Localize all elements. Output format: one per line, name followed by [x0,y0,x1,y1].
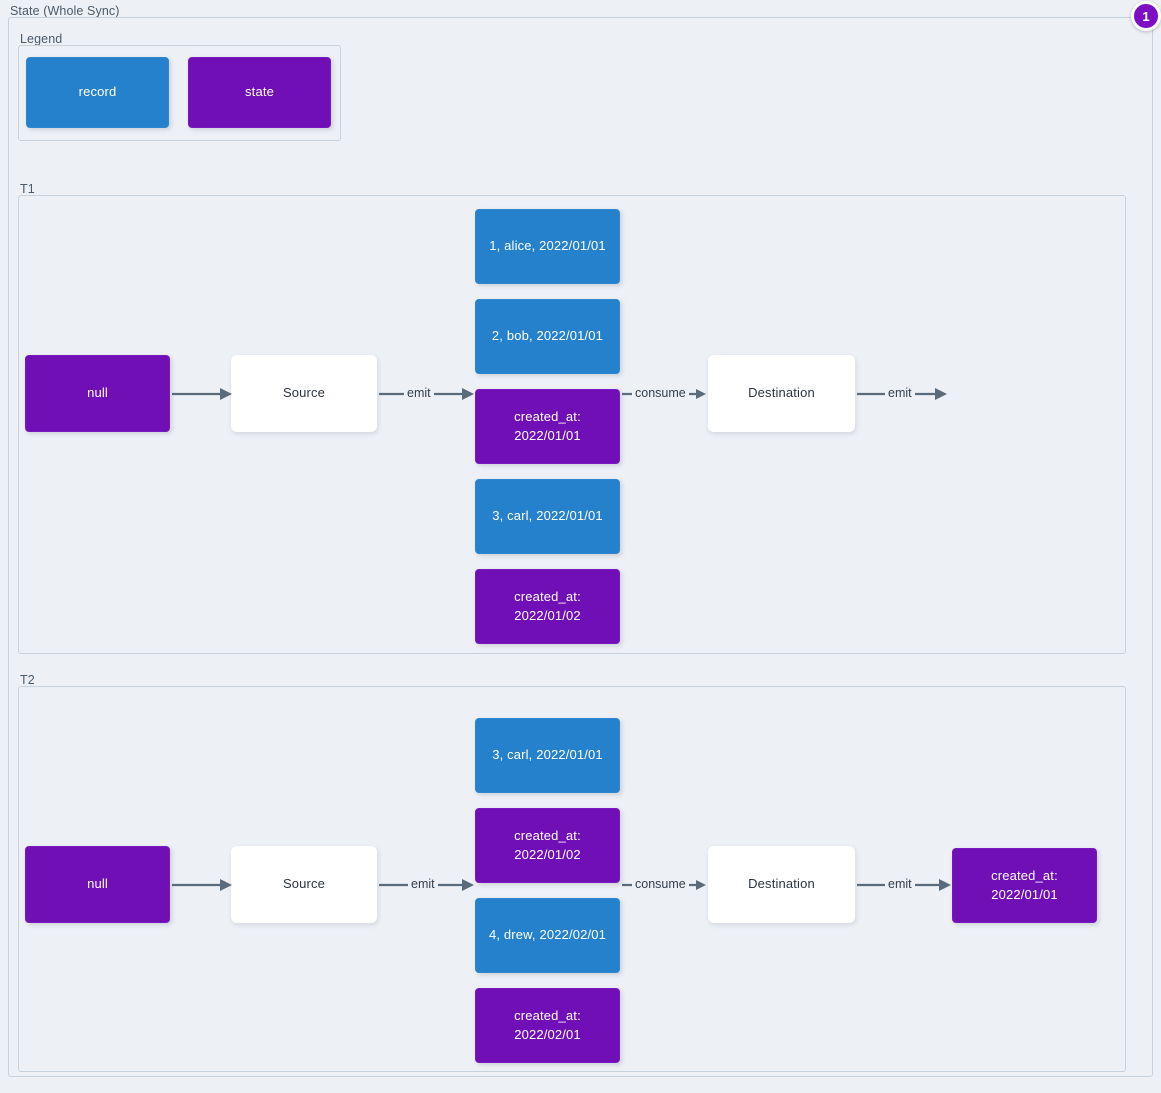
t1-payload-2-line1: created_at: [514,408,581,424]
legend-swatch-state: state [188,57,331,128]
t2-edge-label-dest-emit: emit [885,878,915,891]
legend-title: Legend [18,32,65,46]
t1-payload-3: 3, carl, 2022/01/01 [475,479,620,554]
t1-payload-1-line1: 2, bob, 2022/01/01 [491,328,604,344]
t2-result-state: created_at: 2022/01/01 [952,848,1097,923]
t2-edge-label-consume: consume [632,878,689,891]
t1-source-node: Source [231,355,377,432]
legend-swatch-record: record [26,57,169,128]
t2-result-line1: created_at: [991,867,1058,883]
t1-edge-label-source-emit: emit [404,387,434,400]
t1-payload-4-line1: created_at: [514,588,581,604]
diagram-title: State (Whole Sync) [8,4,122,18]
t2-payload-0-line1: 3, carl, 2022/01/01 [492,747,603,763]
t2-source-node: Source [231,846,377,923]
t2-payload-1-line2: 2022/01/02 [514,846,581,862]
t1-destination-label: Destination [748,385,815,401]
t2-edge-label-source-emit: emit [408,878,438,891]
t2-result-line2: 2022/01/01 [991,886,1058,902]
t2-payload-1-line1: created_at: [514,827,581,843]
t1-payload-2-line2: 2022/01/01 [514,427,581,443]
t2-destination-label: Destination [748,876,815,892]
t1-destination-node: Destination [708,355,855,432]
t1-payload-1: 2, bob, 2022/01/01 [475,299,620,374]
t1-edge-label-consume: consume [632,387,689,400]
t2-source-label: Source [282,876,326,892]
t1-start-state: null [25,355,170,432]
t1-payload-4: created_at: 2022/01/02 [475,569,620,644]
t1-payload-2: created_at: 2022/01/01 [475,389,620,464]
t2-payload-1: created_at: 2022/01/02 [475,808,620,883]
t2-payload-3-line1: created_at: [514,1007,581,1023]
t1-payload-0: 1, alice, 2022/01/01 [475,209,620,284]
t2-payload-3-line2: 2022/02/01 [514,1026,581,1042]
t1-payload-3-line1: 3, carl, 2022/01/01 [492,508,603,524]
section-title-t2: T2 [18,673,37,687]
step-badge-label: 1 [1142,8,1150,24]
t1-start-state-label: null [87,385,108,401]
t2-payload-3: created_at: 2022/02/01 [475,988,620,1063]
t2-start-state: null [25,846,170,923]
t2-payload-2: 4, drew, 2022/02/01 [475,898,620,973]
legend-label-state: state [245,84,274,100]
t2-destination-node: Destination [708,846,855,923]
t1-source-label: Source [282,385,326,401]
t1-edge-label-dest-emit: emit [885,387,915,400]
t2-payload-2-line1: 4, drew, 2022/02/01 [488,927,607,943]
t2-payload-0: 3, carl, 2022/01/01 [475,718,620,793]
step-badge[interactable]: 1 [1131,1,1161,31]
section-title-t1: T1 [18,182,37,196]
t1-payload-4-line2: 2022/01/02 [514,607,581,623]
t2-start-state-label: null [87,876,108,892]
legend-label-record: record [78,84,117,100]
t1-payload-0-line1: 1, alice, 2022/01/01 [489,238,606,254]
